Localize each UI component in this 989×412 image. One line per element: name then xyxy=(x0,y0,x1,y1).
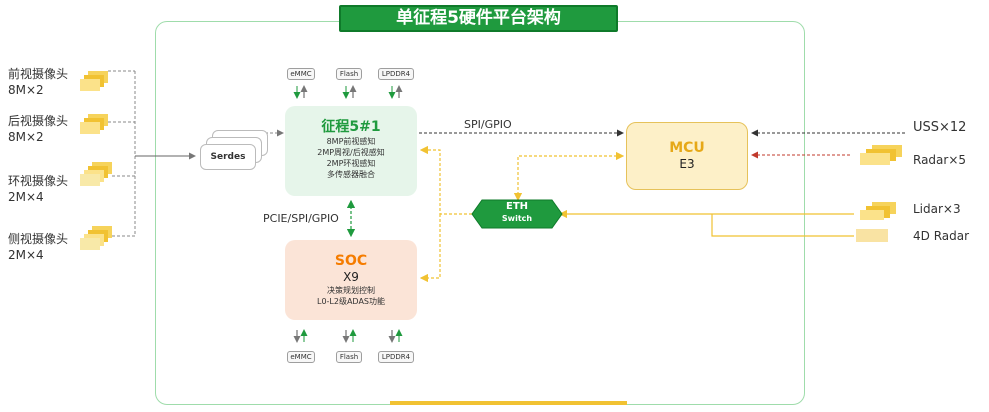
lpddr4-chip-bottom: LPDDR4 xyxy=(378,351,414,363)
eth-switch-shape xyxy=(471,199,563,229)
camera-icons xyxy=(80,71,112,250)
4d-radar-label: 4D Radar xyxy=(913,229,970,243)
flash-chip-bottom: Flash xyxy=(336,351,362,363)
radar-label: Radar×5 xyxy=(913,153,967,167)
journey5-title: 征程5#1 xyxy=(321,119,381,135)
soc-block: SOC X9 决策规划控制 L0-L2级ADAS功能 xyxy=(285,240,417,320)
journey5-line: 8MP前视感知 xyxy=(326,137,376,146)
soc-line: L0-L2级ADAS功能 xyxy=(316,297,386,306)
journey5-line: 2MP环视感知 xyxy=(326,159,376,168)
frame-accent-bar xyxy=(390,401,627,405)
eth-sub: Switch xyxy=(501,214,533,223)
spi-gpio-label: SPI/GPIO xyxy=(464,118,512,131)
lidar-label: Lidar×3 xyxy=(913,202,961,216)
journey5-line: 多传感器融合 xyxy=(327,170,375,179)
mcu-block: MCU E3 xyxy=(626,122,748,190)
journey5-block: 征程5#1 8MP前视感知 2MP周视/后视感知 2MP环视感知 多传感器融合 xyxy=(285,106,417,196)
mcu-title: MCU xyxy=(669,140,705,156)
flash-chip-top: Flash xyxy=(336,68,362,80)
mcu-model: E3 xyxy=(679,157,695,171)
soc-line: 决策规划控制 xyxy=(327,286,375,295)
soc-title: SOC xyxy=(334,253,368,269)
eth-title: ETH xyxy=(505,201,529,212)
emmc-chip-top: eMMC xyxy=(287,68,315,80)
soc-model: X9 xyxy=(343,270,359,284)
lpddr4-chip-top: LPDDR4 xyxy=(378,68,414,80)
emmc-chip-bottom: eMMC xyxy=(287,351,315,363)
uss-label: USS×12 xyxy=(913,120,967,135)
pcie-label: PCIE/SPI/GPIO xyxy=(263,212,339,225)
serdes-block: Serdes xyxy=(200,144,256,170)
diagram-title: 单征程5硬件平台架构 xyxy=(339,5,618,32)
eth-switch: ETH Switch xyxy=(482,201,552,225)
journey5-line: 2MP周视/后视感知 xyxy=(317,148,385,157)
